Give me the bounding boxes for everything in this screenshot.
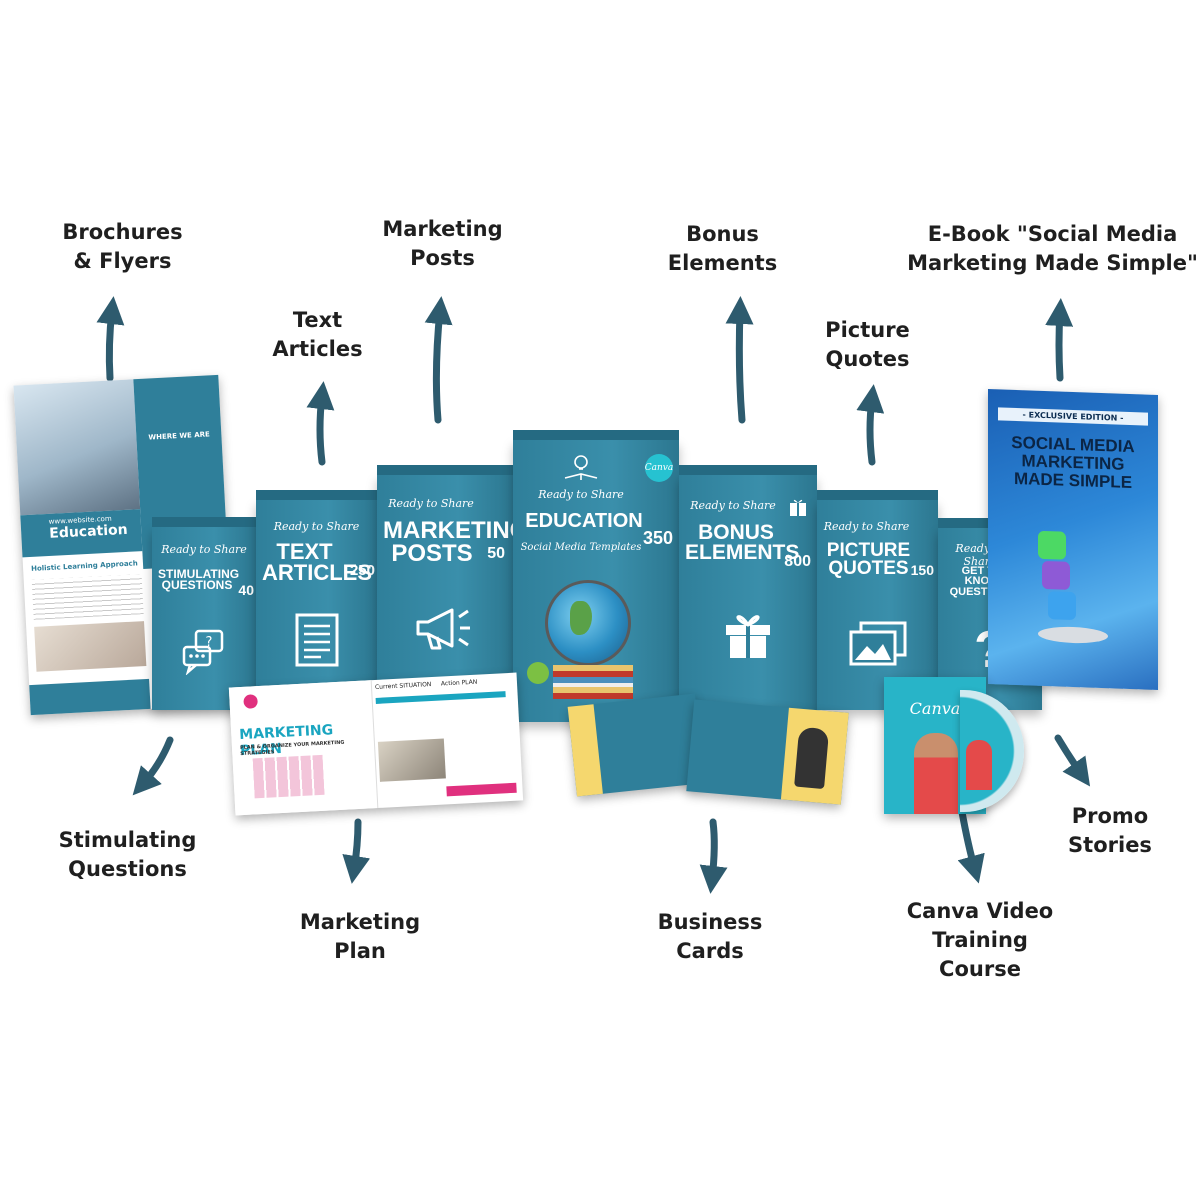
arrow-promo [1054, 734, 1091, 787]
plan-calendar [252, 754, 325, 799]
arrow-canva [957, 808, 985, 884]
card-person [794, 726, 830, 790]
canva-person [914, 733, 958, 814]
article-icon [256, 612, 377, 668]
box-count: 800 [784, 553, 811, 570]
arrow-marketing-posts [424, 296, 453, 424]
brochure-photo [13, 379, 141, 516]
brochure-photo-2 [34, 621, 147, 672]
arrow-stimulating [132, 736, 174, 796]
twitter-icon [1048, 591, 1076, 621]
brochure-text-lines [31, 574, 144, 620]
plan-photo [377, 738, 446, 782]
canva-badge: Canva [645, 454, 673, 482]
ebook: - EXCLUSIVE EDITION - SOCIAL MEDIA MARKE… [988, 389, 1158, 690]
box-title: EDUCATION [525, 510, 643, 532]
lightbulb-book-icon [561, 452, 601, 486]
box-count: 50 [487, 545, 505, 562]
box-count: 40 [238, 582, 254, 598]
gift-small-icon [789, 497, 807, 521]
box-count: 350 [642, 528, 673, 548]
arrow-bonus [725, 296, 754, 424]
box-title: STIMULATING QUESTIONS [158, 567, 240, 593]
box-tagline: Ready to Share [273, 520, 360, 533]
arrow-text-articles [306, 381, 335, 466]
plan-current: Current SITUATION [374, 681, 432, 691]
podium [1038, 625, 1108, 645]
box-tagline: Ready to Share [538, 488, 624, 501]
brochure-footer [29, 678, 151, 716]
globe-image [545, 580, 631, 666]
business-card-front [686, 699, 849, 805]
box-title: MARKETING POSTS [383, 517, 529, 567]
pictures-icon [817, 620, 938, 668]
line-icon [1038, 530, 1066, 560]
box-tagline: Ready to Share [161, 543, 247, 556]
box-tagline: Ready to Share [388, 497, 474, 510]
box-bonus-elements: Ready to Share BONUS ELEMENTS 800 [679, 465, 817, 710]
ebook-app-icons [1038, 521, 1118, 645]
box-count: 150 [910, 562, 934, 578]
box-tagline: Ready to Share [690, 499, 776, 512]
label-brochures: Brochures& Flyers [62, 220, 183, 273]
box-text-articles: Ready to Share TEXT ARTICLES 250 [256, 490, 377, 710]
box-tagline: Ready to Share [823, 520, 910, 533]
arrow-marketing-plan [342, 818, 371, 884]
box-count: 250 [349, 562, 375, 579]
gift-icon [679, 605, 817, 661]
brochure-title-panel: www.website.com Education [20, 509, 143, 558]
books-stack [553, 665, 633, 699]
arrow-ebook [1045, 298, 1074, 382]
box-marketing-posts: Ready to Share MARKETING POSTS 50 [377, 465, 529, 710]
plan-right-page: Current SITUATION Action PLAN [371, 673, 523, 808]
plan-action: Action PLAN [440, 678, 478, 688]
arrow-business-cards [699, 818, 728, 894]
box-subtitle: Social Media Templates [520, 542, 642, 553]
marketing-plan-booklet: MARKETING PLAN PLAN & ORGANIZE YOUR MARK… [228, 672, 524, 816]
canva-disc-person [966, 740, 992, 790]
svg-text:?: ? [206, 635, 213, 650]
arrow-brochures [96, 296, 125, 382]
box-title: PICTURE QUOTES [826, 540, 911, 580]
box-picture-quotes: Ready to Share PICTURE QUOTES 150 [817, 490, 938, 710]
box-title: GET TO KNOW QUESTIONS [949, 565, 1015, 598]
canva-logo: Canva [909, 699, 961, 718]
chat-bubbles-icon: ? [152, 627, 256, 675]
ebook-title: SOCIAL MEDIA MARKETING MADE SIMPLE [1011, 432, 1135, 492]
apple-icon [527, 662, 549, 684]
ebook-edition: - EXCLUSIVE EDITION - [998, 407, 1148, 426]
brochure-heading: Holistic Learning Approach [30, 559, 138, 573]
arrow-picture-quotes [856, 384, 885, 466]
box-title: BONUS ELEMENTS [685, 521, 800, 564]
plan-pink-bar [446, 782, 517, 797]
megaphone-icon [377, 600, 513, 656]
box-stimulating-questions: Ready to Share STIMULATING QUESTIONS 40 … [152, 517, 256, 710]
box-title: TEXT ARTICLES [262, 539, 372, 585]
viber-icon [1042, 560, 1070, 590]
plan-teal-bar [375, 691, 506, 704]
box-education: Canva Ready to Share EDUCATION Social Me… [513, 430, 679, 722]
business-card-back [567, 693, 705, 797]
plan-left-page: MARKETING PLAN PLAN & ORGANIZE YOUR MARK… [228, 680, 379, 816]
plan-dot-pink [243, 694, 258, 709]
